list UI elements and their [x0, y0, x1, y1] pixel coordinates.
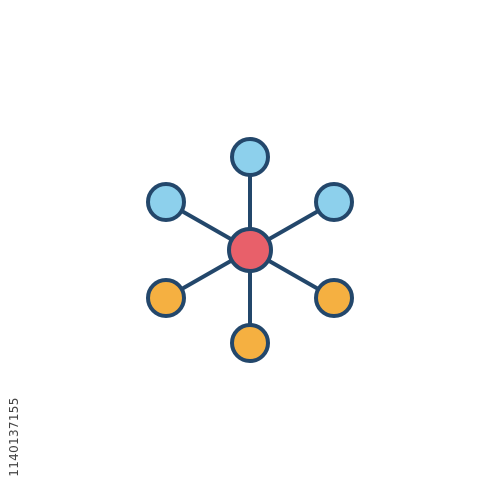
node-bottom	[230, 323, 270, 363]
node-lower-left	[146, 278, 186, 318]
image-id-text: 1140137155	[7, 397, 21, 477]
node-upper-right	[314, 182, 354, 222]
node-upper-left	[146, 182, 186, 222]
node-top	[230, 137, 270, 177]
node-center	[227, 227, 273, 273]
nodes	[146, 137, 354, 363]
node-lower-right	[314, 278, 354, 318]
